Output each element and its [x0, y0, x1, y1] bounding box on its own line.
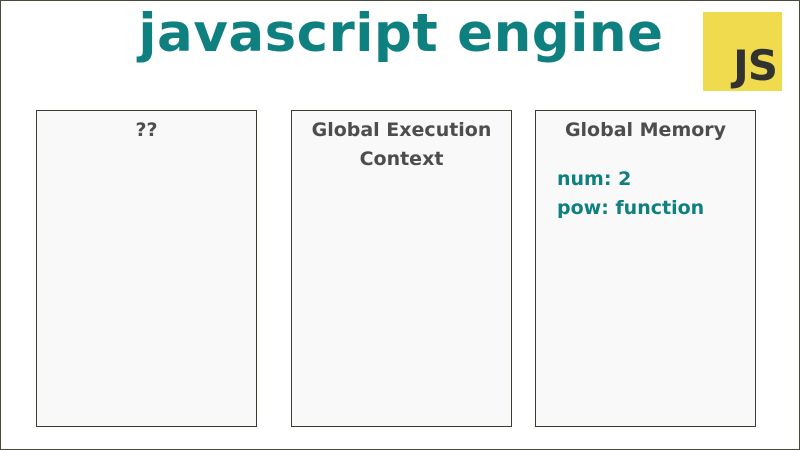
memory-entry-pow: pow: function — [557, 197, 705, 219]
unknown-panel-title: ?? — [135, 119, 158, 141]
page-title: javascript engine — [138, 3, 664, 64]
global-memory-panel: Global Memory num: 2 pow: function — [535, 110, 756, 427]
global-execution-context-title: Global Execution Context — [311, 119, 492, 170]
global-execution-context-panel: Global Execution Context — [291, 110, 512, 427]
global-memory-title: Global Memory — [564, 119, 727, 141]
global-memory-list: num: 2 pow: function — [557, 165, 755, 223]
unknown-panel: ?? — [36, 110, 257, 427]
javascript-logo: JS — [703, 12, 782, 91]
javascript-logo-text: JS — [733, 41, 778, 90]
memory-entry-num: num: 2 — [557, 168, 632, 190]
